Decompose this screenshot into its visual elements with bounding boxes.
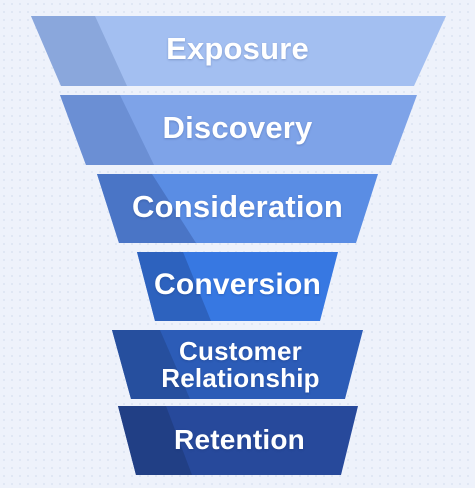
stage-label-text: Retention [174,424,305,455]
funnel-stage-retention [118,406,358,475]
funnel-stage-discovery [60,95,417,165]
stage-label-text: Conversion [153,268,322,301]
funnel-stage-conversion [137,252,338,321]
funnel-stage-exposure [31,16,446,86]
stage-label-retention: Retention [2,423,475,457]
stage-label-text: Exposure [166,31,309,66]
funnel-band-shade [31,16,127,86]
funnel-band-shade [112,330,190,399]
funnel-stage-customer-relationship [112,330,363,399]
funnel-band-shade [118,406,192,475]
stage-label-text: Discovery [162,110,313,145]
stage-label-line-1: Customer [179,336,302,366]
stage-label-text: Consideration [131,189,343,224]
funnel-band [60,95,417,165]
funnel-band [31,16,446,86]
stage-label-discovery: Discovery [0,110,475,146]
stage-label-consideration: Consideration [0,189,475,225]
funnel-band-shade [60,95,154,165]
funnel-band-shade [97,174,196,243]
stage-label-line-2: Relationship [161,363,320,393]
stage-label-exposure: Exposure [0,31,475,67]
stage-label-customer-relationship: Customer Relationship [3,338,475,392]
funnel-stage-consideration [97,174,378,243]
stage-label-conversion: Conversion [0,267,475,303]
funnel-band-shade [137,252,211,321]
